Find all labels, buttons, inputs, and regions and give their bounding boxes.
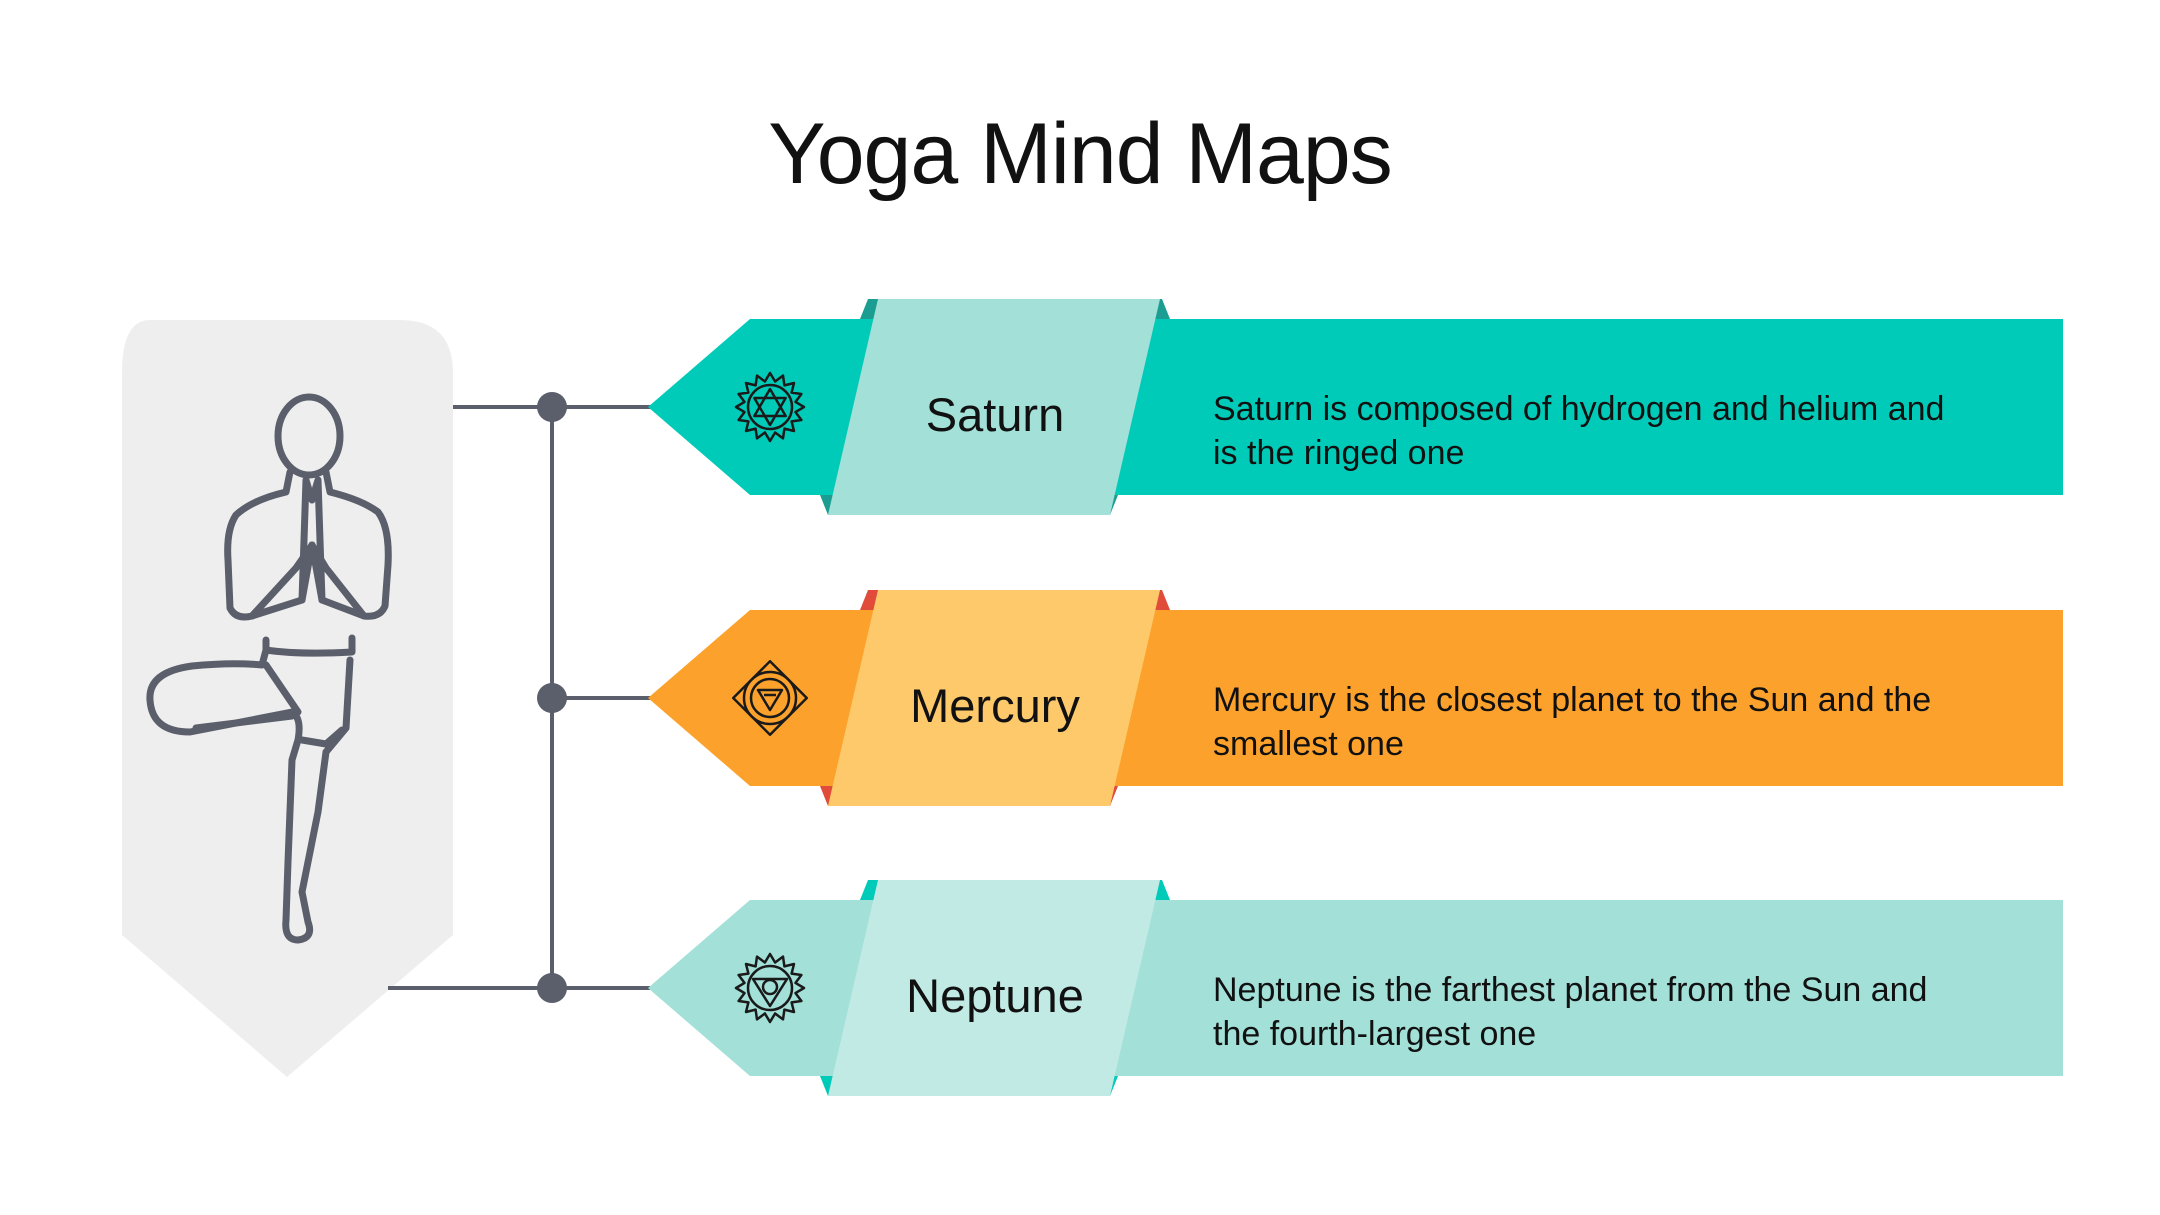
connector-node-middle	[537, 683, 567, 713]
anahata-chakra-icon	[734, 371, 806, 443]
vishuddha-chakra-icon	[734, 952, 806, 1024]
manipura-chakra-icon	[731, 659, 809, 737]
ribbon-label-saturn: Saturn	[925, 388, 1065, 441]
ribbon-panel-neptune	[828, 880, 1160, 1096]
ribbon-description-neptune: Neptune is the farthest planet from the …	[1213, 971, 1928, 1053]
ribbon-panel-mercury	[828, 590, 1160, 806]
connector-node-top	[537, 392, 567, 422]
connector-node-bottom	[537, 973, 567, 1003]
ribbon-description-saturn: Saturn is composed of hydrogen and heliu…	[1213, 390, 1945, 472]
ribbon-mercury	[648, 590, 2063, 806]
tree-pose-person-icon	[146, 393, 392, 944]
ribbon-neptune	[648, 880, 2063, 1096]
chakra-icons-group	[731, 371, 809, 1024]
ribbon-saturn	[648, 299, 2063, 515]
page-title: Yoga Mind Maps	[768, 106, 1392, 202]
ribbon-panel-saturn	[828, 299, 1160, 515]
ribbon-label-neptune: Neptune	[906, 969, 1084, 1022]
ribbon-label-mercury: Mercury	[910, 679, 1080, 732]
ribbons-group	[648, 299, 2063, 1096]
ribbon-description-mercury: Mercury is the closest planet to the Sun…	[1213, 681, 1932, 763]
connector-nodes	[537, 392, 567, 1003]
